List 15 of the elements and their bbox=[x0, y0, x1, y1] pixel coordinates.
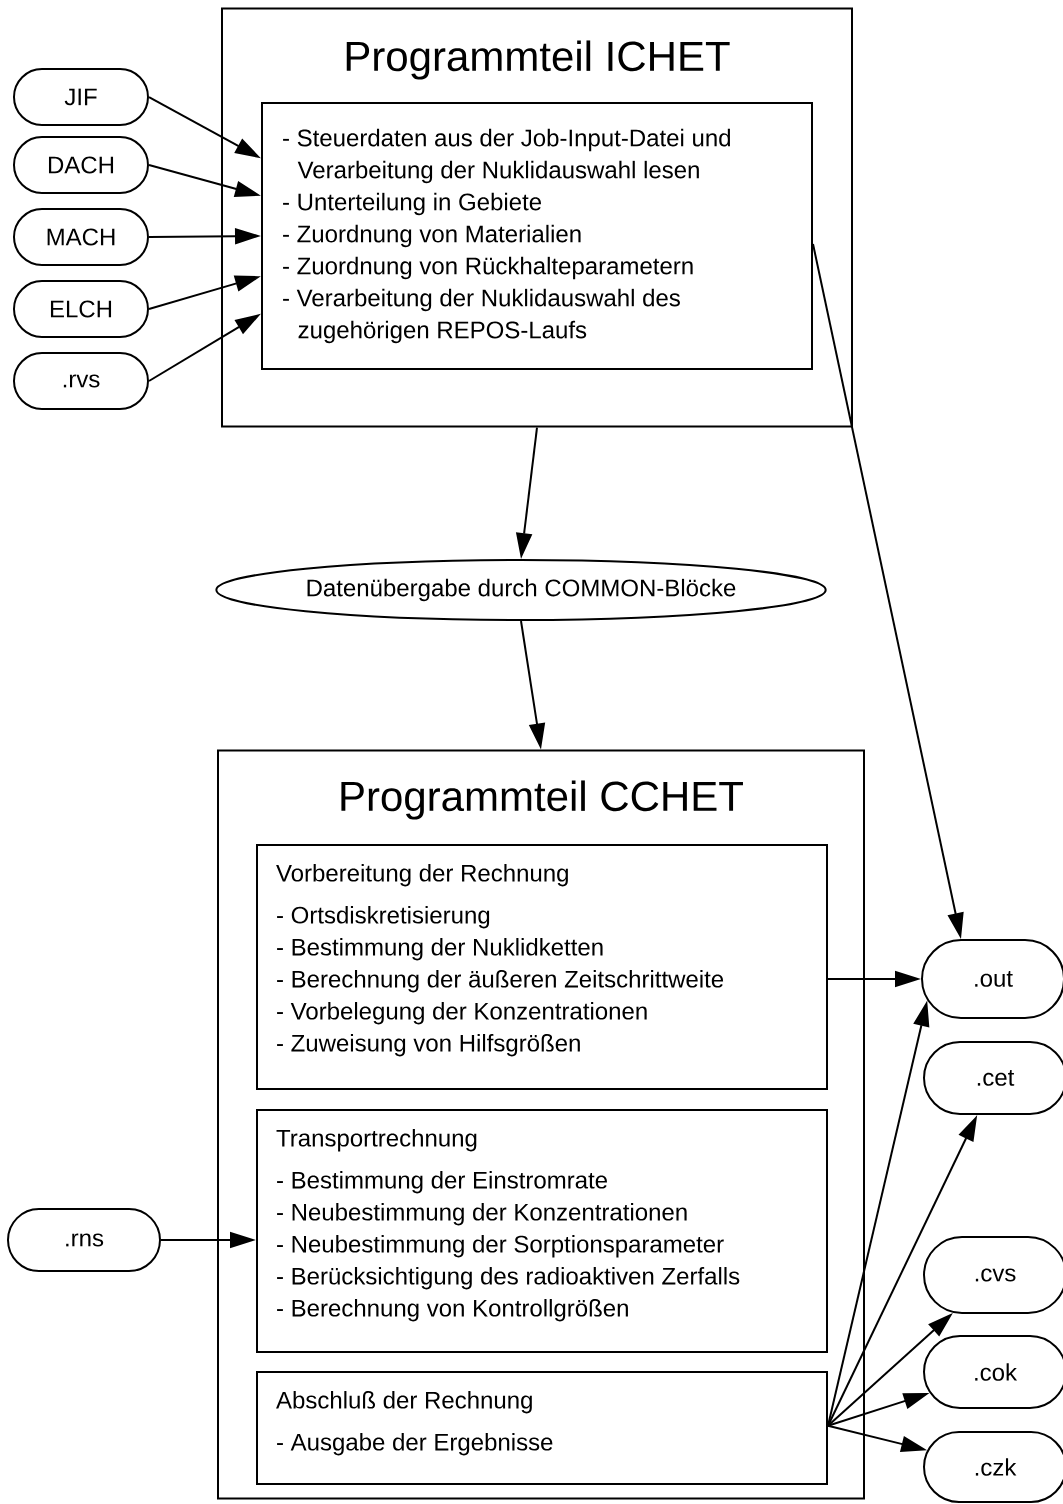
task-list-box: Transportrechnung - Bestimmung der Einstromrate - Neubestimmung der Konzentrationen - Neubestimmung der Sorptionsparameter - Berücksichtigung des radioaktiven Zerfalls - Berechnung von Kontrollgrößen bbox=[256, 1109, 828, 1353]
file-terminal: .out bbox=[921, 939, 1063, 1019]
file-terminal: .cvs bbox=[923, 1236, 1063, 1314]
file-terminal: MACH bbox=[13, 208, 149, 266]
file-terminal: .cet bbox=[923, 1041, 1063, 1115]
file-terminal: ELCH bbox=[13, 280, 149, 338]
file-terminal: DACH bbox=[13, 136, 149, 194]
task-list-box: Vorbereitung der Rechnung - Ortsdiskretisierung - Bestimmung der Nuklidketten - Berechnung der äußeren Zeitschrittweite - Vorbelegung der Konzentrationen - Zuweisung von Hilfsgrößen bbox=[256, 844, 828, 1090]
file-terminal: .rvs bbox=[13, 352, 149, 410]
file-terminal: .czk bbox=[923, 1431, 1063, 1503]
file-terminal: .cok bbox=[923, 1335, 1063, 1409]
task-list-box: Abschluß der Rechnung - Ausgabe der Ergebnisse bbox=[256, 1371, 828, 1485]
file-terminal: JIF bbox=[13, 68, 149, 126]
task-list-box: - Steuerdaten aus der Job-Input-Datei und Verarbeitung der Nuklidauswahl lesen - Unterteilung in Gebiete - Zuordnung von Materialien - Zuordnung von Rückhalteparametern - Verarbeitung der Nuklidauswahl des zugehörigen REPOS-Laufs bbox=[261, 102, 813, 370]
file-terminal: .rns bbox=[7, 1208, 161, 1272]
